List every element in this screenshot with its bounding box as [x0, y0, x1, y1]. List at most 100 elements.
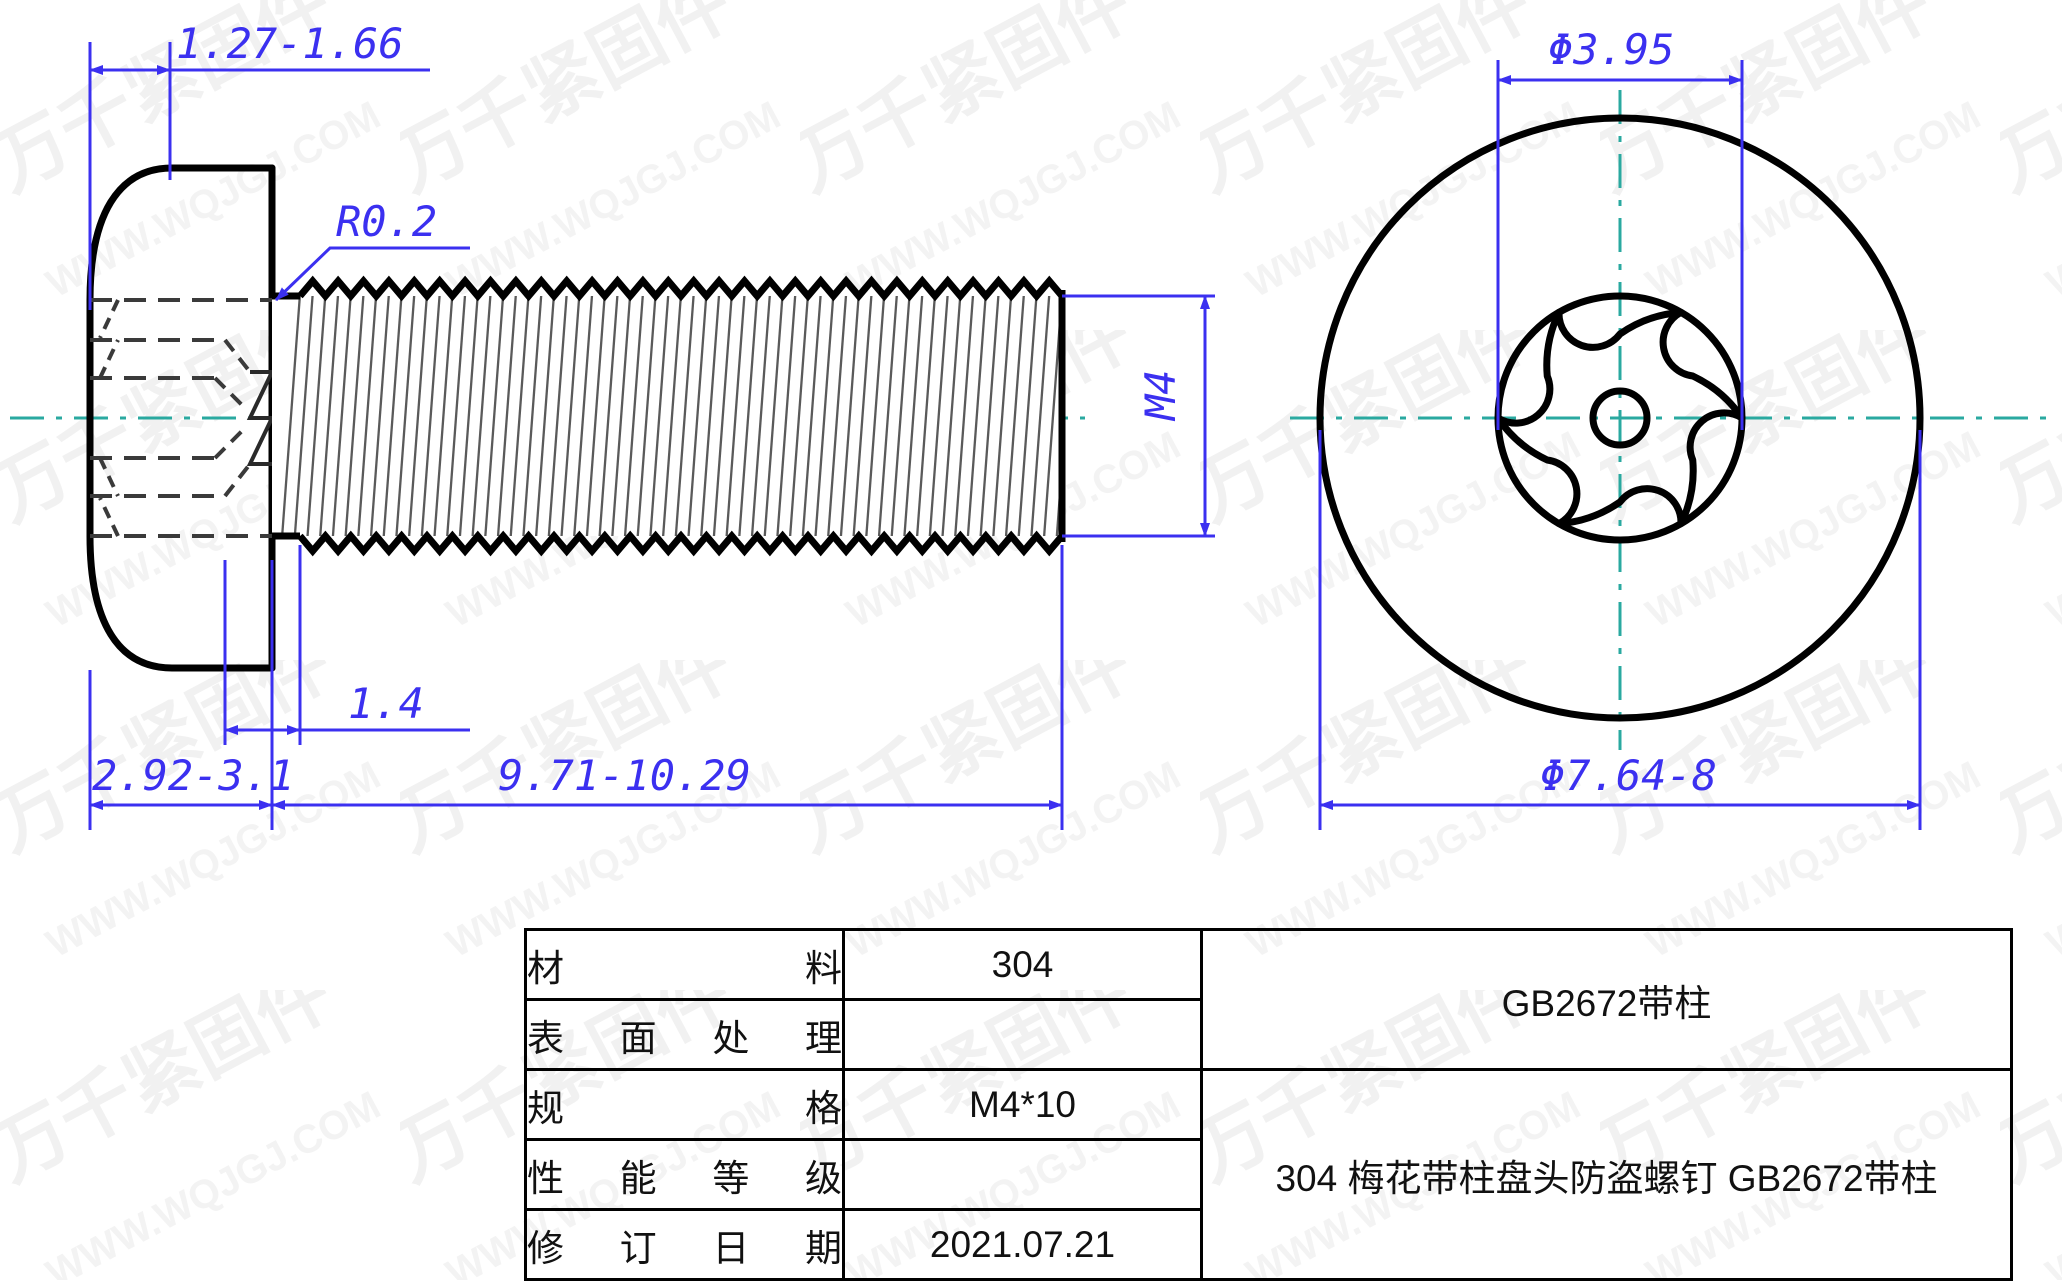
table-row: 性能等级 [524, 1138, 2012, 1211]
title-block-table: 材料 304 GB2672带柱 表面处理 规格 M4*10 304 [524, 928, 2013, 1281]
thread-root-line [763, 296, 784, 536]
recess-edge-slant-ml [98, 339, 120, 379]
thread-root-line [725, 296, 746, 536]
thread-root-line [1004, 296, 1025, 536]
thread-root-line [700, 296, 721, 536]
thread-root-line [547, 296, 568, 536]
thread-crest-bottom [297, 530, 1065, 557]
recess-edge-slant-bl2 [98, 497, 120, 537]
cell-standard: GB2672带柱 [1200, 928, 2013, 1071]
cell-description: 304 梅花带柱盘头防盗螺钉 GB2672带柱 [1200, 1068, 2013, 1281]
thread-root-line [1017, 296, 1038, 536]
thread-root-line [992, 296, 1013, 536]
cell-label-material: 材料 [524, 928, 845, 1001]
recess-edge-slant-bl [98, 457, 120, 497]
thread-root-line [1082, 294, 1100, 538]
thread-root-line [877, 296, 898, 536]
cell-label-property-grade: 性能等级 [524, 1138, 845, 1211]
thread-root-line [788, 296, 810, 536]
security-center-pin [1589, 387, 1651, 449]
thread-root-line [344, 296, 365, 536]
dim-thread-runout [223, 545, 470, 745]
thread-root-line [687, 296, 708, 536]
title-block: 材料 304 GB2672带柱 表面处理 规格 M4*10 304 [524, 928, 2014, 1281]
thread-root-line [357, 296, 378, 536]
thread-root-line [446, 296, 467, 536]
thread-root-line [382, 296, 403, 536]
dim-text-head-height: 1.27-1.66 [176, 19, 404, 68]
thread-root-line [585, 296, 606, 536]
thread-root-line [801, 296, 822, 536]
table-row: 修订日期 2021.07.21 [524, 1208, 2012, 1281]
thread-root-line [954, 296, 975, 536]
threaded-shank [272, 275, 1100, 557]
recess-slant-3 [213, 426, 247, 460]
recess-slant-4 [223, 462, 252, 498]
thread-root-line [407, 296, 429, 536]
table-row: 表面处理 [524, 998, 2012, 1071]
thread-root-line [306, 296, 327, 536]
hidden-torx-recess-lines [90, 298, 276, 538]
thread-root-line [674, 296, 695, 536]
thread-root-line [458, 296, 479, 536]
head-profile-path [86, 164, 276, 672]
thread-root-line [1030, 296, 1051, 536]
dim-text-thread-spec: M4 [1136, 369, 1185, 422]
thread-root-line [522, 296, 543, 536]
recess-edge-slant-tl [98, 299, 120, 339]
thread-root-line [293, 296, 314, 536]
thread-root-line [319, 296, 340, 536]
dim-shank-length [270, 545, 1064, 830]
cell-value-specification: M4*10 [842, 1068, 1203, 1141]
screw-head-outline [86, 164, 276, 672]
shank-body [272, 296, 1062, 536]
thread-root-line [966, 296, 987, 536]
leader-r02 [274, 246, 470, 302]
cell-value-material: 304 [842, 928, 1203, 1001]
thread-root-line [903, 296, 924, 536]
dim-fillet-radius [274, 246, 470, 302]
dim-text-head-dia: Φ7.64-8 [1540, 751, 1717, 800]
thread-crest-top [297, 275, 1065, 302]
dim-thread-spec [1062, 294, 1215, 538]
thread-root-line [598, 296, 619, 536]
thread-root-line [738, 296, 759, 536]
cell-label-surface-treatment: 表面处理 [524, 998, 845, 1071]
center-pin-bore [246, 370, 276, 466]
thread-root-line [534, 296, 556, 536]
thread-root-line [280, 296, 302, 536]
dim-text-fillet-radius: R0.2 [336, 197, 437, 246]
thread-root-line [649, 296, 670, 536]
thread-root-line [979, 296, 1000, 536]
cell-label-specification: 规格 [524, 1068, 845, 1141]
thread-root-line [509, 296, 530, 536]
thread-root-line [560, 296, 581, 536]
head-outer-circle [1316, 114, 1924, 722]
torx-lobe-profile [1494, 308, 1746, 528]
thread-root-line [915, 296, 937, 536]
thread-root-line [941, 296, 962, 536]
thread-root-line [623, 296, 644, 536]
thread-root-line [661, 296, 683, 536]
thread-root-line [750, 296, 771, 536]
table-row: 规格 M4*10 304 梅花带柱盘头防盗螺钉 GB2672带柱 [524, 1068, 2013, 1281]
thread-root-line [433, 296, 454, 536]
dim-head-diameter [1318, 430, 1922, 830]
thread-root-line [636, 296, 657, 536]
dim-head-height [88, 42, 430, 310]
thread-root-line [611, 296, 632, 536]
dimension-text-group: 1.27-1.66 R0.2 2.92-3.1 1.4 9.71-10.29 M… [92, 19, 1717, 800]
thread-root-line [331, 296, 352, 536]
thread-root-line [395, 296, 416, 536]
cell-value-revision-date: 2021.07.21 [842, 1208, 1203, 1281]
dim-text-thread-runout: 1.4 [348, 679, 424, 728]
thread-root-line [776, 296, 797, 536]
thread-root-line [1069, 294, 1087, 538]
thread-root-line [420, 296, 441, 536]
thread-root-line [827, 296, 848, 536]
end-view-head-circle [1316, 114, 1924, 722]
table-row: 材料 304 GB2672带柱 [524, 928, 2013, 1071]
thread-root-line [573, 296, 594, 536]
